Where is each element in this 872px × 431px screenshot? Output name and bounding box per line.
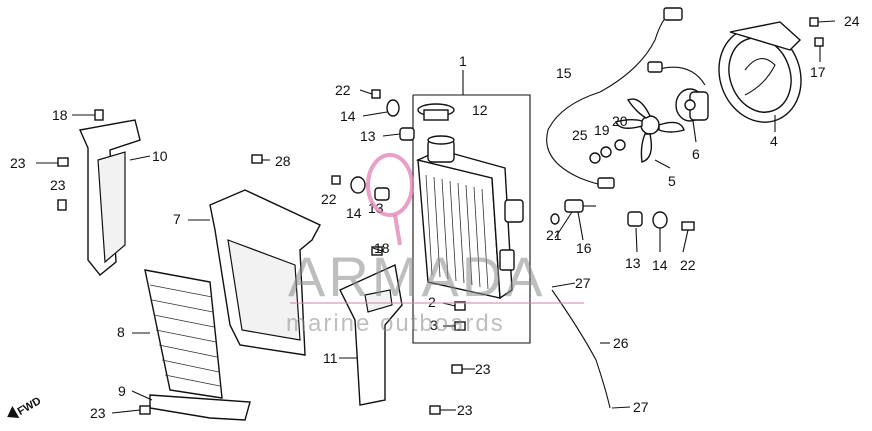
callout-18a: 18: [52, 107, 68, 123]
fwd-arrow-icon: [7, 405, 20, 419]
fwd-label: FWD: [16, 395, 44, 418]
lower-guard: [149, 394, 251, 421]
washers-small: [589, 139, 626, 164]
callout-10: 10: [152, 148, 168, 164]
callout-12: 12: [472, 102, 488, 118]
callout-26: 26: [613, 335, 629, 351]
callout-18b: 18: [374, 240, 390, 256]
radiator-bracket-left: [78, 119, 141, 276]
side-cover: [339, 263, 403, 406]
callout-6: 6: [692, 146, 700, 162]
callout-23a: 23: [10, 155, 26, 171]
callout-20: 20: [612, 113, 628, 129]
wire-harness: [546, 7, 706, 189]
bolts: [57, 17, 824, 415]
callout-23b: 23: [50, 177, 66, 193]
callout-27b: 27: [633, 399, 649, 415]
callout-11: 11: [323, 350, 338, 366]
callout-22c: 22: [680, 257, 696, 273]
callout-16: 16: [576, 240, 592, 256]
watermark-logo-icon: [366, 153, 414, 217]
leader-lines: [36, 20, 836, 414]
callout-24: 24: [844, 13, 860, 29]
watermark: ARMADA marine outboards: [286, 153, 584, 337]
callout-7: 7: [173, 211, 181, 227]
callout-9: 9: [118, 383, 126, 399]
callout-23e: 23: [90, 405, 106, 421]
callout-13c: 13: [625, 255, 641, 271]
callout-1: 1: [459, 53, 467, 69]
callout-17: 17: [810, 64, 826, 80]
callout-4: 4: [770, 133, 778, 149]
watermark-tagline: marine outboards: [286, 310, 505, 337]
radiator-group-bracket: [412, 70, 531, 344]
callout-25: 25: [572, 127, 588, 143]
callout-22a: 22: [335, 82, 351, 98]
callout-14b: 14: [346, 205, 362, 221]
callout-3: 3: [430, 317, 438, 333]
callout-14c: 14: [652, 257, 668, 273]
radiator-grille: [144, 269, 223, 399]
overflow-hose: [551, 289, 611, 409]
callout-8: 8: [117, 324, 125, 340]
radiator-shroud: [209, 189, 321, 356]
callout-13a: 13: [360, 128, 376, 144]
fan-motor: [675, 88, 709, 122]
callout-15: 15: [556, 65, 572, 81]
radiator-cap: [417, 103, 455, 121]
callout-14a: 14: [340, 108, 356, 124]
radiator-core: [415, 135, 524, 300]
callout-22b: 22: [321, 191, 337, 207]
callout-23d: 23: [457, 402, 473, 418]
fan-shroud: [718, 21, 802, 123]
callout-27a: 27: [575, 275, 591, 291]
fan-blade: [615, 98, 685, 163]
thermo-switch: [550, 199, 596, 225]
watermark-brand: ARMADA: [288, 245, 546, 308]
callout-21: 21: [546, 227, 562, 243]
callout-23c: 23: [475, 361, 491, 377]
callout-28: 28: [275, 153, 291, 169]
callout-5: 5: [668, 173, 676, 189]
callout-19: 19: [594, 122, 610, 138]
fwd-direction-marker: FWD: [7, 395, 44, 419]
callout-2: 2: [428, 294, 436, 310]
